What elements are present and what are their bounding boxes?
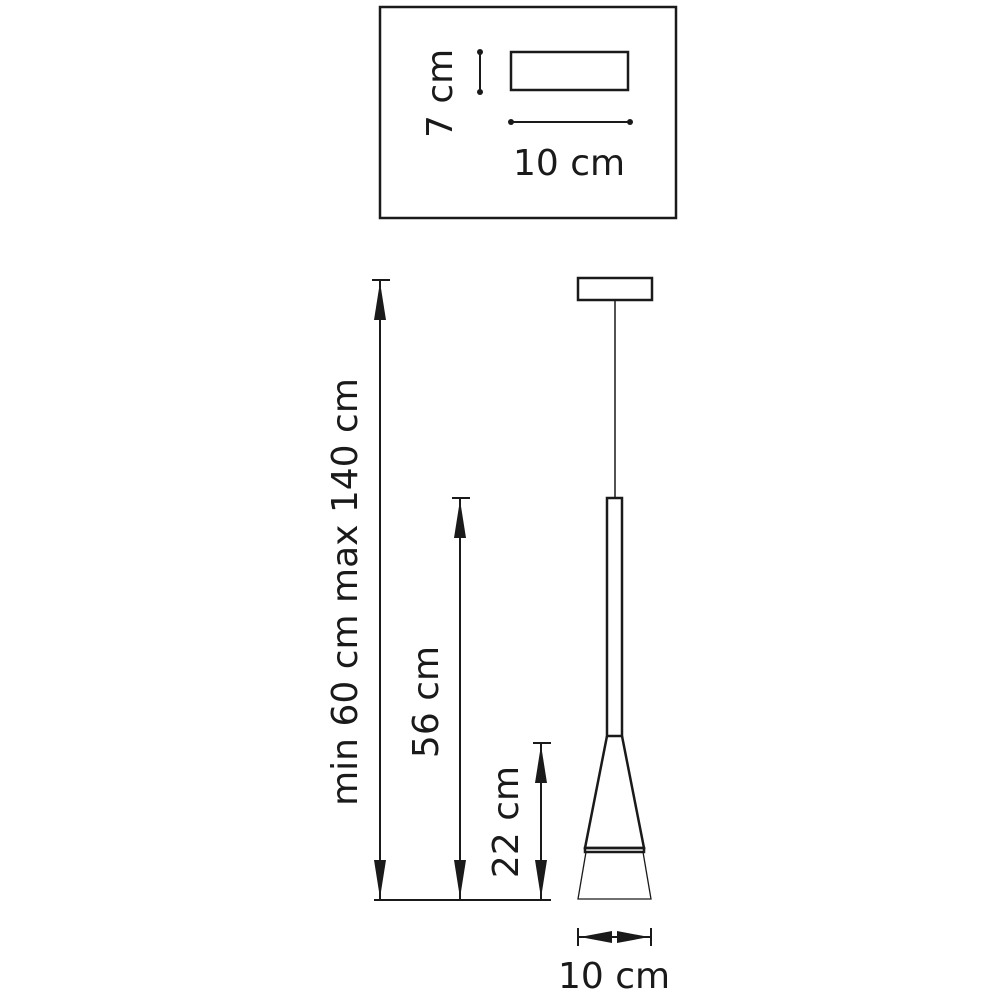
shade-height-arrow-top [535,745,547,783]
canopy-width-dim-end-right [627,119,633,125]
lamp-canopy [576,276,654,302]
shade-width-dimension: 10 cm [558,928,670,997]
total-height-arrow-bottom [374,860,386,898]
total-height-dimension: min 60 cm max 140 cm [325,279,390,900]
shade-width-arrow-right [617,931,649,943]
canopy-shape [509,50,630,92]
canopy-height-label: 7 cm [420,49,461,138]
lamp-cone [583,735,646,850]
canopy-height-dim-end-bottom [477,89,483,95]
shade-width-arrow-left [580,931,612,943]
shade-width-label: 10 cm [558,956,670,997]
total-height-label: min 60 cm max 140 cm [325,378,366,806]
total-height-arrow-top [374,282,386,320]
shade-height-label: 22 cm [486,766,527,878]
lamp-height-arrow-bottom [454,860,466,898]
shade-height-dimension: 22 cm [486,742,551,900]
lamp-height-label: 56 cm [406,646,447,758]
shade-height-arrow-bottom [535,860,547,898]
pendant-lamp [576,276,654,900]
lamp-height-dimension: 56 cm [406,497,470,900]
lamp-band [583,846,646,854]
lamp-stem [605,496,624,738]
canopy-width-dim-end-left [508,119,514,125]
inset-frame [378,5,678,220]
lamp-height-arrow-top [454,500,466,538]
lamp-diffuser [577,851,652,900]
canopy-height-dim-end-top [477,49,483,55]
canopy-width-label: 10 cm [513,143,625,184]
canopy-inset: 7 cm 10 cm [378,5,678,220]
